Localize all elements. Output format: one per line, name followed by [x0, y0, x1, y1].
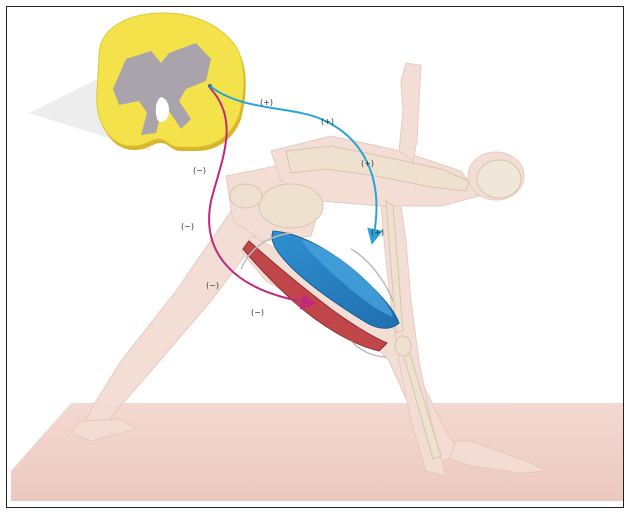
excitatory-sign: (+)	[371, 228, 384, 237]
reciprocal-inhibition-diagram: (+) (+) (+) (+) (−) (−) (−) (−)	[7, 7, 623, 507]
excitatory-sign: (+)	[361, 159, 374, 168]
spinal-cord-cross-section	[97, 13, 246, 151]
inhibitory-sign: (−)	[206, 281, 219, 290]
excitatory-sign: (+)	[321, 117, 334, 126]
excitatory-sign: (+)	[260, 98, 273, 107]
inhibitory-sign: (−)	[193, 166, 206, 175]
inhibitory-sign: (−)	[251, 308, 264, 317]
figure-frame: (+) (+) (+) (+) (−) (−) (−) (−)	[6, 6, 624, 508]
inhibitory-sign: (−)	[181, 222, 194, 231]
